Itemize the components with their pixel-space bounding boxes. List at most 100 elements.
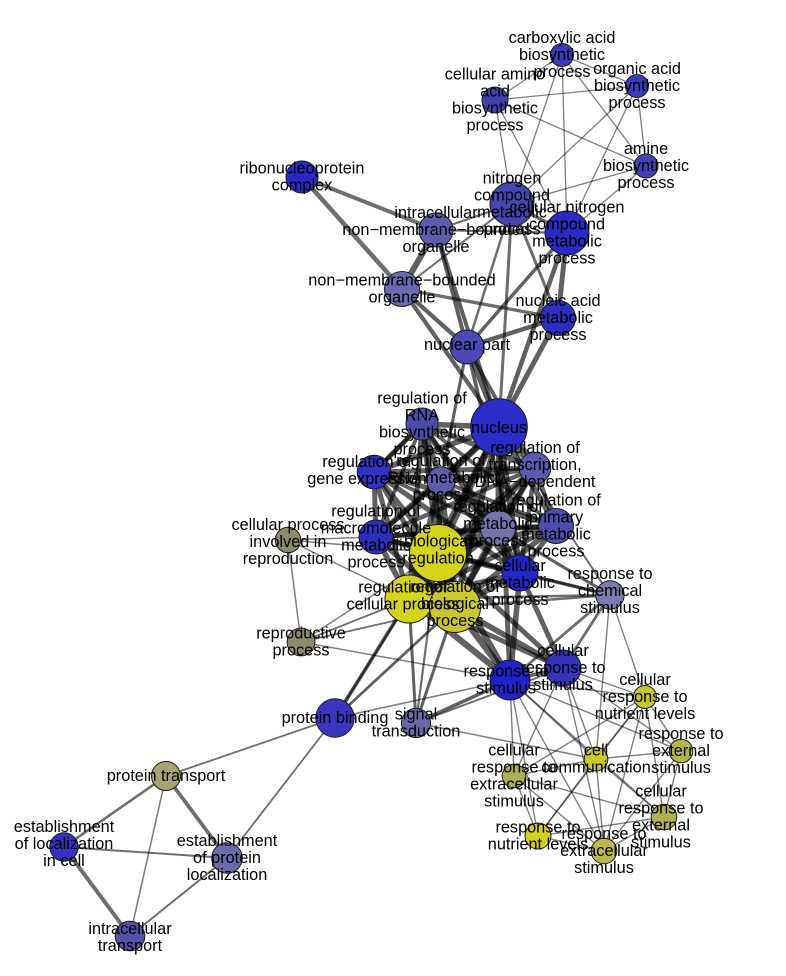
svg-text:process: process [538,250,595,268]
svg-text:regulation of: regulation of [358,579,448,597]
svg-text:process: process [412,486,469,504]
svg-text:transduction: transduction [372,723,461,741]
svg-text:carboxylic acid: carboxylic acid [509,29,616,47]
svg-text:biosynthetic: biosynthetic [603,157,689,175]
svg-text:process: process [617,174,674,192]
svg-text:stimulus: stimulus [580,599,640,617]
svg-text:process: process [272,642,329,660]
svg-text:stimulus: stimulus [533,676,593,694]
svg-text:biological: biological [421,595,489,613]
svg-text:nitrogen: nitrogen [483,170,542,188]
svg-text:extracellular: extracellular [470,776,558,794]
svg-text:nutrient levels: nutrient levels [488,836,588,854]
svg-text:protein transport: protein transport [107,767,226,785]
svg-text:nutrient levels: nutrient levels [595,705,695,723]
svg-text:compound: compound [474,187,550,205]
svg-text:localization: localization [187,866,268,884]
svg-text:biological: biological [404,533,472,551]
svg-text:stimulus: stimulus [574,859,634,877]
svg-text:biosynthetic: biosynthetic [379,424,465,442]
svg-text:response to: response to [567,565,652,583]
svg-text:nuclear part: nuclear part [424,336,510,354]
svg-text:intracellular: intracellular [88,920,172,938]
svg-text:process: process [393,441,450,459]
svg-text:in cell: in cell [43,852,85,870]
svg-text:response to: response to [471,759,556,777]
svg-text:process: process [466,117,523,135]
svg-text:process: process [347,554,404,572]
svg-text:intracellular: intracellular [394,204,478,222]
svg-text:cellular: cellular [537,642,589,660]
svg-text:involved in: involved in [250,533,327,551]
svg-text:metabolic: metabolic [463,515,533,533]
svg-text:non−membrane−bounded: non−membrane−bounded [308,272,495,290]
svg-text:regulation of: regulation of [490,439,580,457]
svg-text:of localization: of localization [15,835,114,853]
svg-text:cellular: cellular [619,671,671,689]
svg-text:nucleic acid: nucleic acid [515,292,600,310]
svg-text:establishment: establishment [14,818,115,836]
svg-text:process: process [529,326,586,344]
svg-text:RNA: RNA [405,407,440,425]
svg-text:cellular: cellular [488,742,540,760]
svg-text:primary: primary [529,509,584,527]
svg-text:external: external [652,742,710,760]
svg-text:biosynthetic: biosynthetic [594,77,680,95]
svg-text:metabolic: metabolic [523,309,593,327]
svg-text:cellular nitrogen: cellular nitrogen [510,199,625,217]
svg-text:extracellular: extracellular [560,842,648,860]
svg-text:chemical: chemical [578,582,642,600]
svg-text:stimulus: stimulus [484,793,544,811]
svg-text:stimulus: stimulus [631,834,691,852]
svg-text:organelle: organelle [369,289,436,307]
svg-text:process: process [426,612,483,630]
svg-text:regulation of: regulation of [410,578,500,596]
svg-text:regulation of: regulation of [511,492,601,510]
svg-text:process: process [469,532,526,550]
svg-text:complex: complex [272,177,333,195]
svg-text:response to: response to [618,800,703,818]
svg-text:metabolic: metabolic [477,204,547,222]
svg-text:response to: response to [638,725,723,743]
svg-text:organic acid: organic acid [593,60,681,78]
svg-text:cellular process: cellular process [231,516,344,534]
svg-text:cellular: cellular [635,783,687,801]
svg-text:process: process [608,94,665,112]
svg-text:establishment: establishment [177,832,278,850]
svg-text:regulation of: regulation of [322,453,412,471]
svg-text:regulation: regulation [402,550,474,568]
svg-text:amine: amine [624,140,668,158]
svg-text:reproductive: reproductive [256,625,346,643]
svg-text:ribonucleoprotein: ribonucleoprotein [240,160,365,178]
svg-text:process: process [533,63,590,81]
svg-text:cell: cell [584,742,608,760]
svg-text:regulation of: regulation of [453,498,543,516]
svg-text:cellular: cellular [494,557,546,575]
svg-text:macromolecule: macromolecule [321,520,431,538]
svg-text:gene expression: gene expression [307,470,426,488]
svg-text:response to: response to [602,688,687,706]
svg-text:regulation of: regulation of [396,452,486,470]
svg-text:metabolic: metabolic [521,526,591,544]
svg-text:process: process [491,591,548,609]
svg-text:reproduction: reproduction [243,550,334,568]
svg-text:metabolic: metabolic [532,233,602,251]
svg-text:process: process [483,221,540,239]
svg-text:transcription,: transcription, [488,456,581,474]
svg-text:acid: acid [480,83,510,101]
svg-text:metabolic: metabolic [485,574,555,592]
svg-text:non−membrane−bounded: non−membrane−bounded [342,221,529,239]
svg-text:protein binding: protein binding [282,709,389,727]
svg-text:metabolic: metabolic [341,537,411,555]
svg-text:response to: response to [520,659,605,677]
svg-text:response to: response to [463,663,548,681]
svg-text:of protein: of protein [193,849,261,867]
svg-text:stimulus: stimulus [651,759,711,777]
svg-text:response to: response to [561,825,646,843]
svg-text:organelle: organelle [403,238,470,256]
svg-text:regulation of: regulation of [331,503,421,521]
svg-text:external: external [632,817,690,835]
svg-text:transport: transport [98,937,163,955]
svg-text:nucleus: nucleus [471,419,527,437]
svg-text:biosynthetic: biosynthetic [519,46,605,64]
